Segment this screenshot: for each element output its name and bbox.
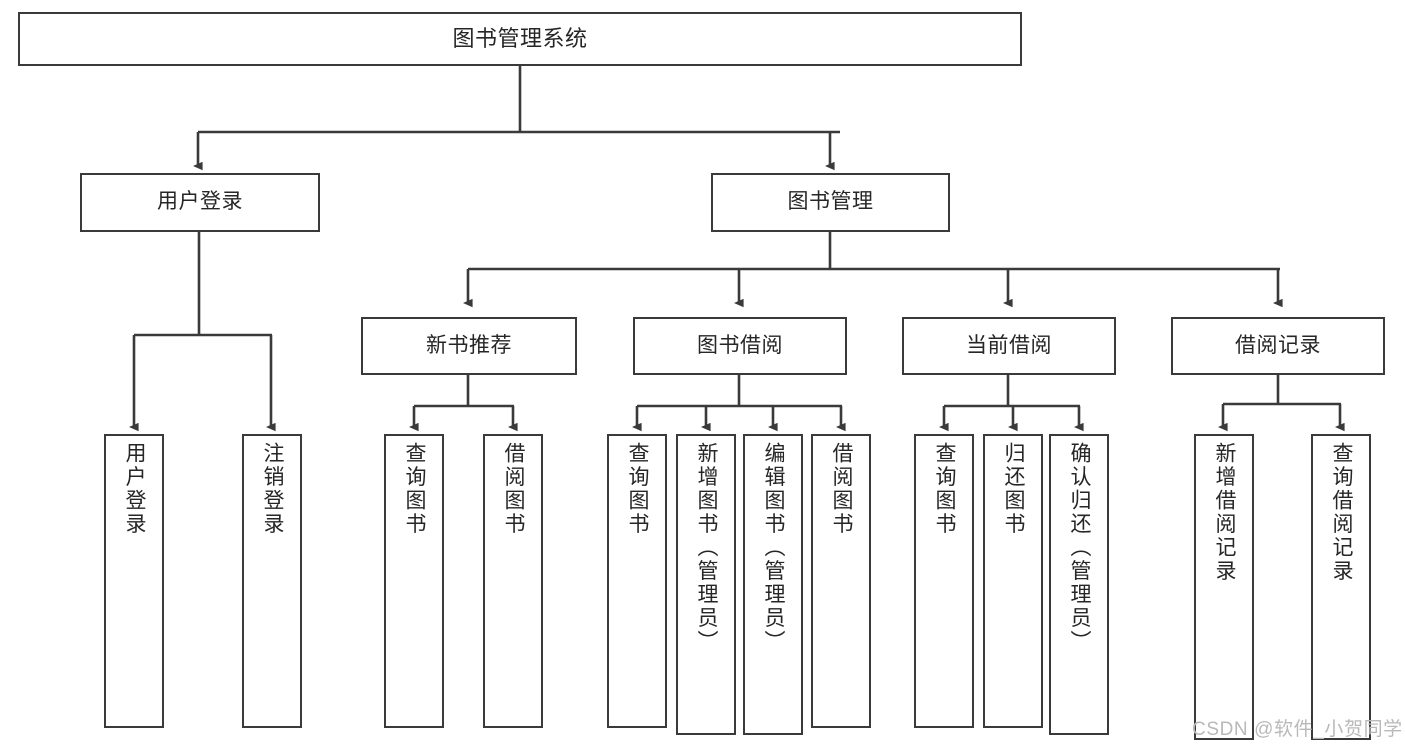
node-label: 借阅图书 <box>502 442 526 536</box>
node-label: 新书推荐 <box>426 333 512 357</box>
node-borrow-record[interactable]: 借阅记录 <box>1171 317 1385 375</box>
node-book-management[interactable]: 图书管理 <box>711 173 950 232</box>
leaf-current-return-book[interactable]: 归还图书 <box>983 434 1043 728</box>
node-current-borrow[interactable]: 当前借阅 <box>902 317 1116 375</box>
node-label: 用户登录 <box>157 190 243 214</box>
node-book-borrow[interactable]: 图书借阅 <box>633 317 847 375</box>
node-label: 图书管理系统 <box>452 25 588 51</box>
leaf-record-query-record[interactable]: 查询借阅记录 <box>1311 434 1371 740</box>
node-label: 图书借阅 <box>697 333 783 357</box>
node-root-system[interactable]: 图书管理系统 <box>18 12 1022 66</box>
leaf-user-login-logout[interactable]: 注销登录 <box>242 434 302 728</box>
leaf-record-add-record[interactable]: 新增借阅记录 <box>1194 434 1254 740</box>
leaf-user-login-login[interactable]: 用户登录 <box>104 434 164 728</box>
leaf-current-query-book[interactable]: 查询图书 <box>914 434 974 728</box>
node-label: 查询图书 <box>933 442 957 536</box>
leaf-current-confirm-return-admin[interactable]: 确认归还（管理员） <box>1049 434 1109 735</box>
node-label: 新增借阅记录 <box>1213 442 1237 583</box>
node-label: 注销登录 <box>261 442 285 536</box>
node-label: 当前借阅 <box>966 333 1052 357</box>
node-label: 归还图书 <box>1002 442 1026 536</box>
node-label: 图书管理 <box>787 190 874 214</box>
node-label: 新增图书（管理员） <box>695 442 719 654</box>
node-new-book-recommend[interactable]: 新书推荐 <box>361 317 577 375</box>
leaf-borrow-add-book-admin[interactable]: 新增图书（管理员） <box>676 434 736 735</box>
node-label: 借阅图书 <box>830 442 854 536</box>
node-user-login[interactable]: 用户登录 <box>80 173 320 232</box>
leaf-borrow-edit-book-admin[interactable]: 编辑图书（管理员） <box>743 434 803 735</box>
csdn-watermark: CSDN @软件_小贺同学 <box>1192 719 1403 740</box>
node-label: 确认归还（管理员） <box>1068 442 1092 654</box>
node-label: 查询借阅记录 <box>1330 442 1354 583</box>
node-label: 借阅记录 <box>1235 333 1321 357</box>
leaf-newbook-borrow-book[interactable]: 借阅图书 <box>483 434 543 728</box>
node-label: 查询图书 <box>403 442 427 536</box>
node-label: 用户登录 <box>123 442 147 536</box>
node-label: 编辑图书（管理员） <box>762 442 786 654</box>
leaf-borrow-borrow-book[interactable]: 借阅图书 <box>811 434 871 728</box>
leaf-newbook-query-book[interactable]: 查询图书 <box>384 434 444 728</box>
leaf-borrow-query-book[interactable]: 查询图书 <box>607 434 667 728</box>
node-label: 查询图书 <box>626 442 650 536</box>
